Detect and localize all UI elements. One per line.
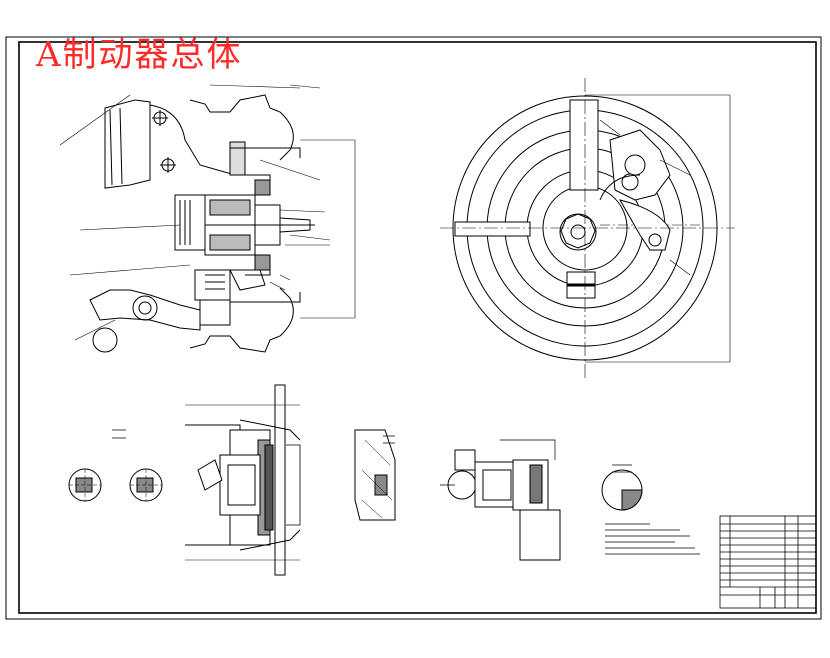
drawing-title: A制动器总体 — [36, 35, 243, 75]
section-circles — [68, 429, 163, 502]
adjuster-detail — [440, 439, 561, 561]
technical-notes — [605, 523, 700, 555]
section-view-main — [59, 84, 356, 353]
caliper-detail — [185, 384, 301, 576]
inner-frame — [18, 41, 817, 614]
bleed-detail — [354, 429, 396, 521]
outer-frame — [5, 36, 822, 620]
view-detail-circle — [601, 464, 643, 511]
front-view-circle — [440, 78, 735, 380]
title-block — [719, 515, 817, 609]
